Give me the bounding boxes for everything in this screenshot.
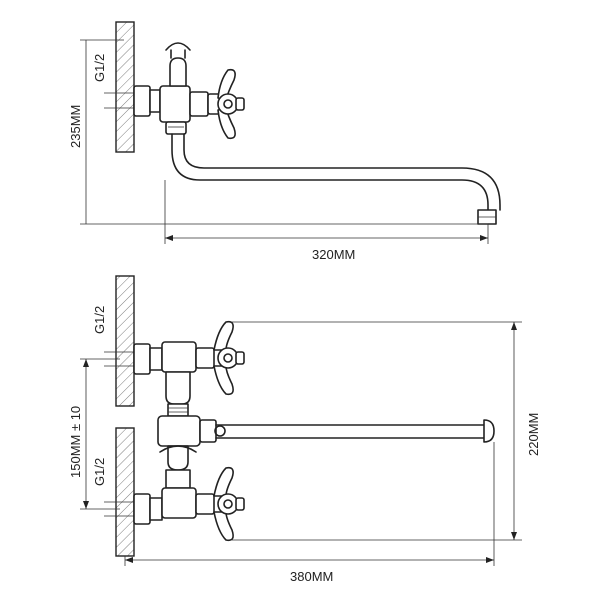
shower-holder [165, 42, 191, 87]
side-view: G1/2 [68, 21, 501, 262]
length-label-front: 380MM [290, 569, 333, 584]
length-dimension: 320MM [164, 180, 489, 262]
mixer-body [157, 371, 226, 447]
height-dimension: 235MM [68, 39, 488, 225]
wall-section-lower [115, 427, 135, 557]
center-distance-dimension: 150MM ± 10 [68, 358, 120, 510]
thread-label-upper: G1/2 [92, 306, 107, 334]
wall-section [115, 21, 135, 153]
thread-label: G1/2 [92, 54, 107, 82]
spout [171, 133, 489, 211]
length-dimension-front: 380MM [124, 442, 495, 584]
upper-valve [133, 320, 245, 396]
shower-holder-front [159, 445, 197, 471]
lower-valve [133, 466, 245, 542]
wall-section-upper [115, 275, 135, 407]
length-label: 320MM [312, 247, 355, 262]
valve-body [159, 85, 209, 135]
height-label: 235MM [68, 105, 83, 148]
center-distance-label: 150MM ± 10 [68, 406, 83, 478]
height-dimension-front: 220MM [232, 321, 541, 541]
spout-front [215, 419, 495, 443]
front-view: G1/2 G1/2 [68, 275, 541, 584]
thread-label-lower: G1/2 [92, 458, 107, 486]
wall-flange [133, 85, 151, 117]
cross-handle-icon[interactable] [207, 68, 245, 140]
height-label-front: 220MM [526, 413, 541, 456]
